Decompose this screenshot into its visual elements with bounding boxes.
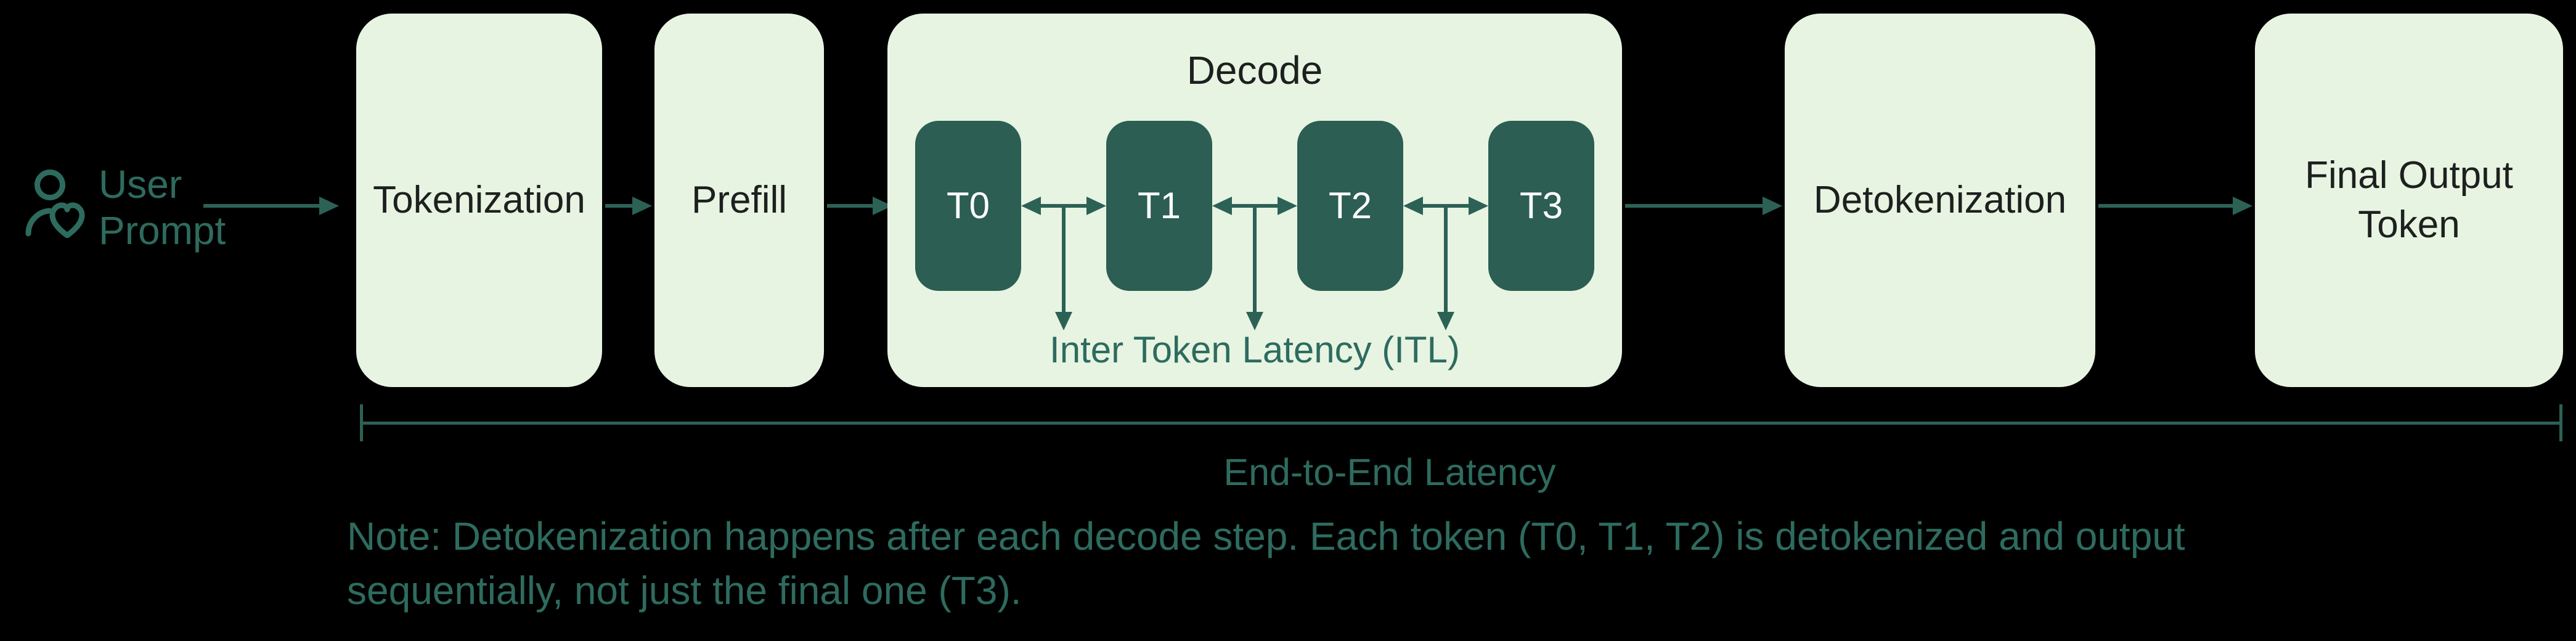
token-label-t3: T3 [1519, 185, 1563, 226]
token-label-t0: T0 [946, 185, 990, 226]
user-prompt-label: User Prompt [99, 161, 226, 254]
itl-arrow-head-1-icon [1055, 312, 1072, 330]
arrow-head-right-icon [1086, 197, 1106, 215]
arrow-decode-to-detokenization [1625, 197, 1782, 215]
bracket-left-tick [360, 404, 363, 441]
itl-arrow-line-2 [1253, 206, 1257, 312]
prefill-box: Prefill [654, 14, 824, 387]
tokenization-label: Tokenization [373, 178, 585, 221]
detokenization-label: Detokenization [1813, 178, 2067, 221]
final-output-line1: Final Output [2305, 154, 2513, 197]
detokenization-box: Detokenization [1785, 14, 2095, 387]
arrow-tokenization-to-prefill [605, 197, 652, 215]
user-heart-icon [25, 169, 85, 238]
end-to-end-bracket-line [362, 422, 2561, 425]
bracket-right-tick [2559, 404, 2562, 441]
arrow-detokenization-to-finaloutput [2098, 197, 2252, 215]
user-prompt-line2: Prompt [99, 208, 226, 253]
arrow-head-left-icon [1212, 197, 1232, 215]
token-box-t0: T0 [915, 121, 1021, 291]
token-label-t1: T1 [1137, 185, 1181, 226]
itl-arrow-line-1 [1062, 206, 1066, 312]
arrow-head-right-icon [632, 197, 652, 215]
arrow-head-left-icon [1021, 197, 1041, 215]
arrow-head-right-icon [2233, 197, 2252, 215]
arrow-shaft [605, 204, 632, 208]
tokenization-box: Tokenization [356, 14, 602, 387]
arrow-shaft [1625, 204, 1763, 208]
arrow-head-right-icon [1278, 197, 1297, 215]
arrow-userprompt-to-tokenization [203, 197, 339, 215]
note-line1: Note: Detokenization happens after each … [347, 514, 2185, 558]
prefill-label: Prefill [691, 178, 788, 221]
decode-box: Decode T0 T1 T2 T3 [887, 14, 1622, 387]
arrow-head-right-icon [1763, 197, 1782, 215]
note-line2: sequentially, not just the final one (T3… [347, 568, 1022, 613]
token-label-t2: T2 [1328, 185, 1372, 226]
token-box-t1: T1 [1106, 121, 1212, 291]
final-output-token-label: Final Output Token [2305, 151, 2513, 250]
final-output-token-box: Final Output Token [2255, 14, 2563, 387]
final-output-line2: Token [2358, 203, 2460, 246]
decode-title: Decode [1186, 48, 1323, 92]
arrow-head-right-icon [1469, 197, 1488, 215]
end-to-end-latency-label: End-to-End Latency [1223, 451, 1556, 493]
inter-token-latency-label: Inter Token Latency (ITL) [1050, 329, 1460, 370]
token-box-t2: T2 [1297, 121, 1403, 291]
arrow-shaft [203, 204, 319, 208]
itl-arrow-head-2-icon [1246, 312, 1263, 330]
user-prompt-line1: User [99, 162, 182, 206]
arrow-shaft [2098, 204, 2233, 208]
arrow-prefill-to-decode [827, 197, 892, 215]
itl-arrow-head-3-icon [1437, 312, 1454, 330]
arrow-head-right-icon [319, 197, 339, 215]
detokenization-note: Note: Detokenization happens after each … [347, 509, 2185, 618]
arrow-head-left-icon [1403, 197, 1423, 215]
arrow-shaft [827, 204, 873, 208]
token-box-t3: T3 [1488, 121, 1594, 291]
itl-arrow-line-3 [1444, 206, 1448, 312]
